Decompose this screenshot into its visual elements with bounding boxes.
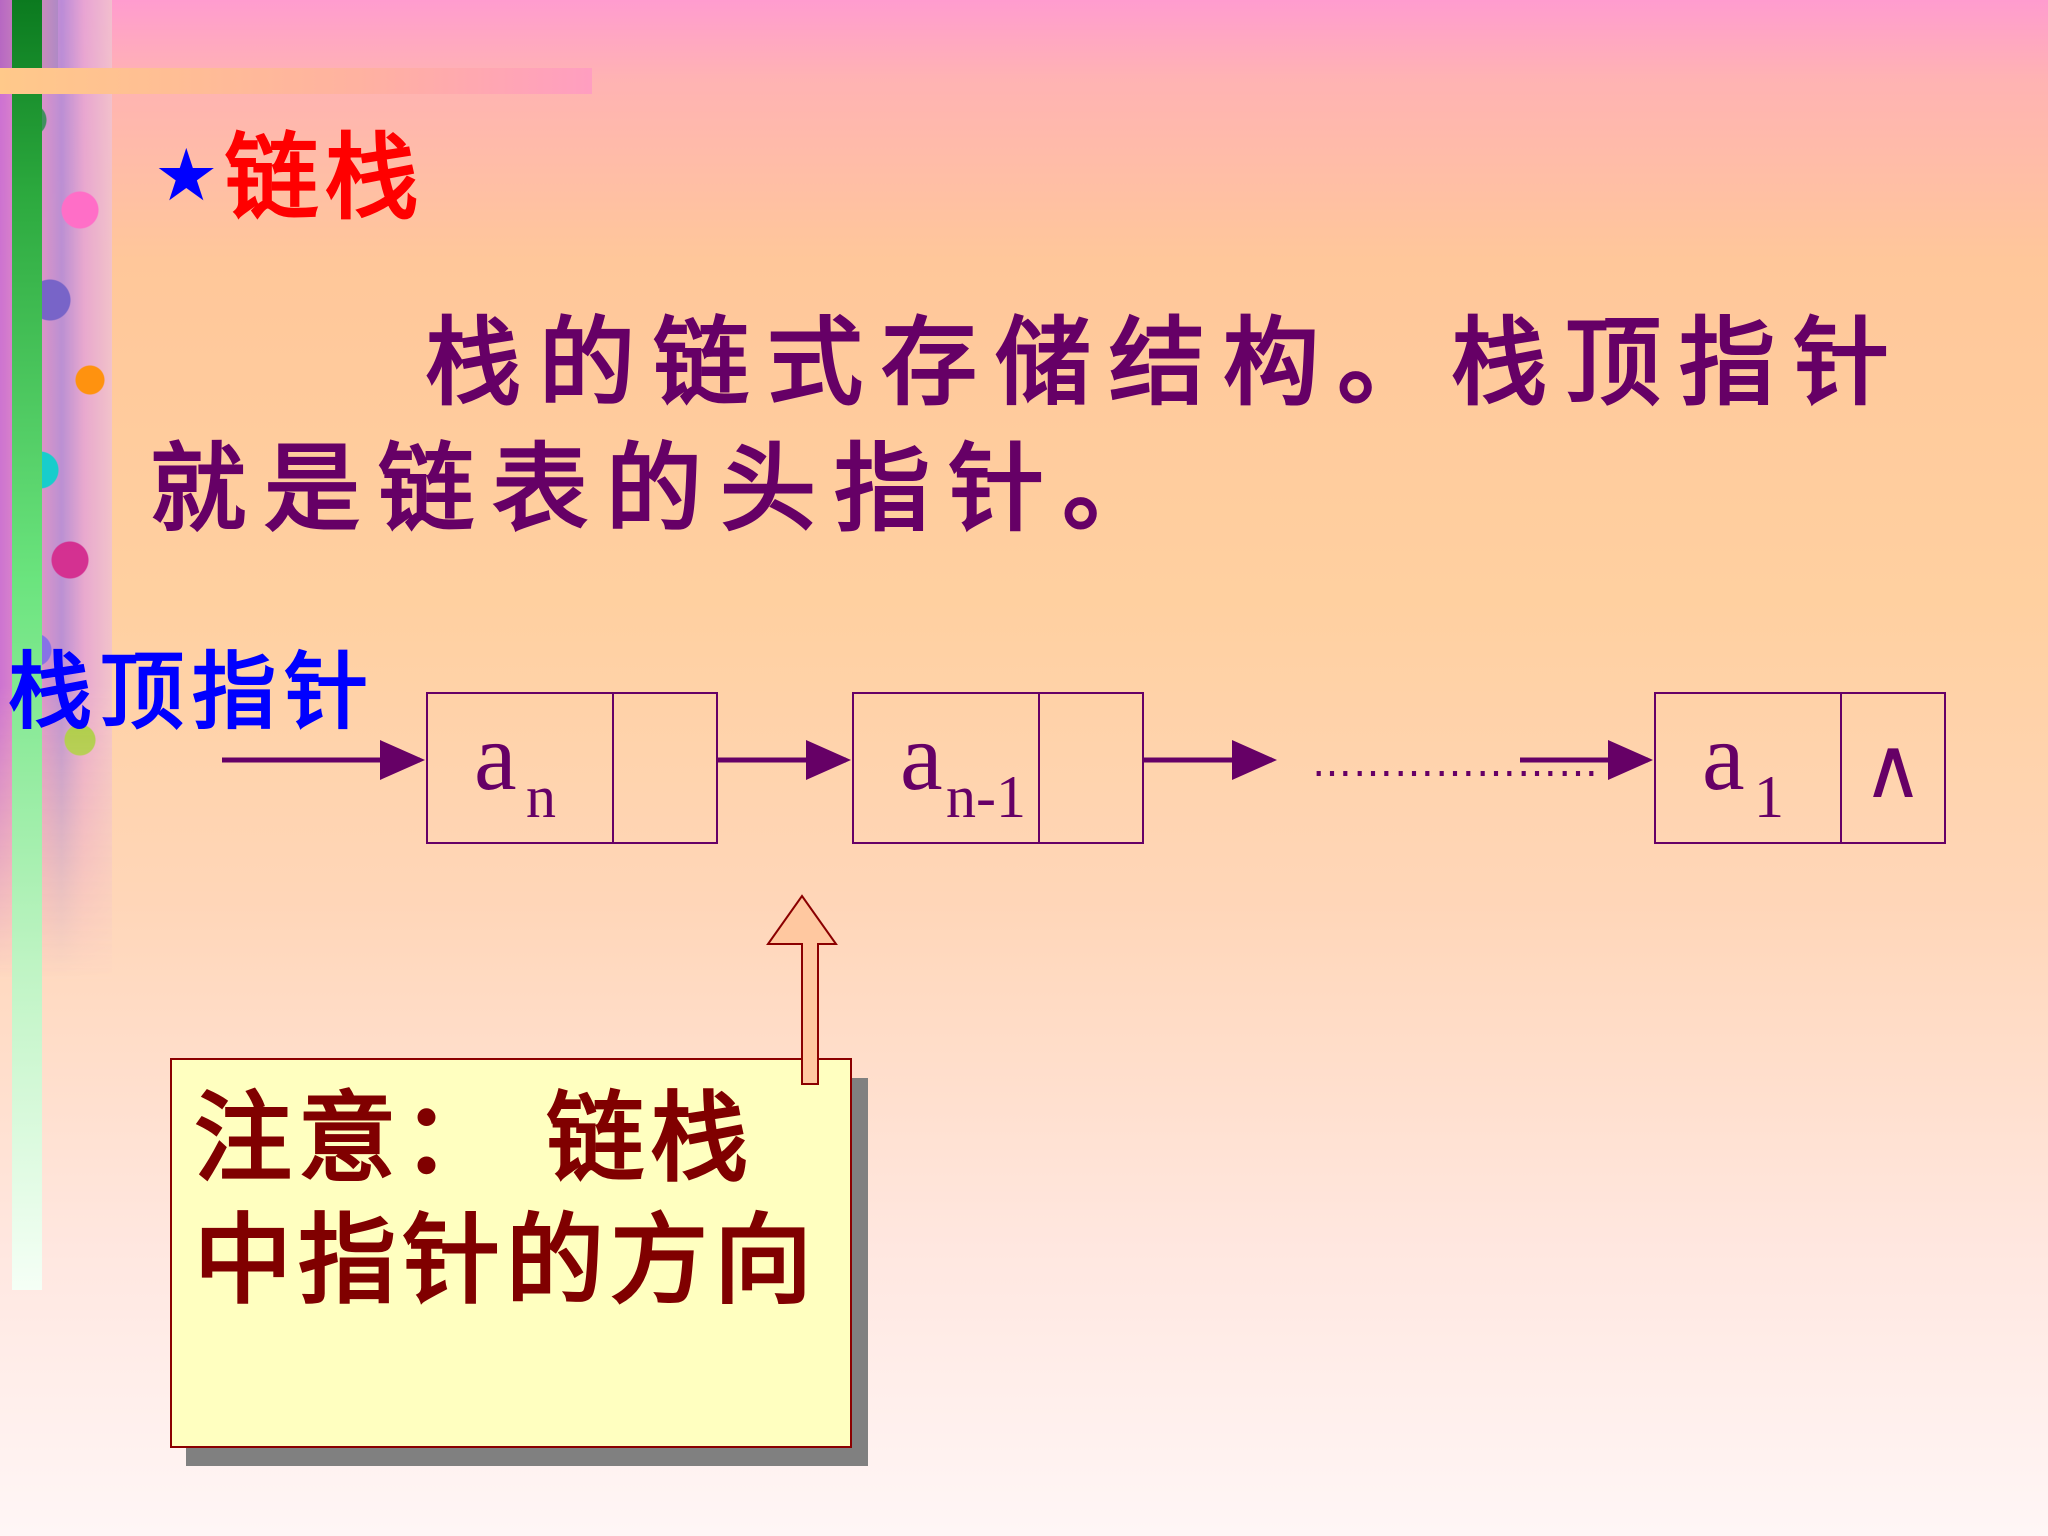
slide-title: ★链栈 (154, 120, 425, 234)
title-text: 链栈 (224, 124, 425, 233)
paragraph-line-1: 栈的链式存储结构。栈顶指针 (425, 307, 1907, 419)
star-icon: ★ (154, 133, 225, 217)
node-data-field: a n (428, 694, 614, 842)
node-data-subscript: n-1 (946, 764, 1026, 830)
paragraph-line-2: 就是链表的头指针。 (150, 433, 1176, 545)
description-paragraph: 栈的链式存储结构。栈顶指针 就是链表的头指针。 (150, 300, 1970, 552)
node-data-field: a 1 (1656, 694, 1842, 842)
node-an: a n (426, 692, 718, 844)
note-box: 注意： 链栈中指针的方向 (170, 1058, 852, 1448)
node-next-field (1040, 694, 1142, 842)
callout-up-arrow (766, 894, 838, 1085)
node-data-subscript: 1 (1754, 764, 1784, 830)
node-data-main: a (900, 703, 943, 810)
node-next-field (614, 694, 716, 842)
node-data-main: a (1702, 703, 1745, 810)
node-data-subscript: n (526, 764, 556, 830)
node-an-1: a n-1 (852, 692, 1144, 844)
node-data-field: a n-1 (854, 694, 1040, 842)
top-pointer-label: 栈顶指针 (8, 643, 377, 741)
decorative-top-bar (0, 68, 592, 94)
null-pointer-symbol: ∧ (1862, 719, 1924, 817)
ellipsis-dots: ………………… (1312, 740, 1599, 786)
decorative-green-bar (12, 0, 42, 1290)
node-a1: a 1 ∧ (1654, 692, 1946, 844)
node-data-main: a (474, 703, 517, 810)
